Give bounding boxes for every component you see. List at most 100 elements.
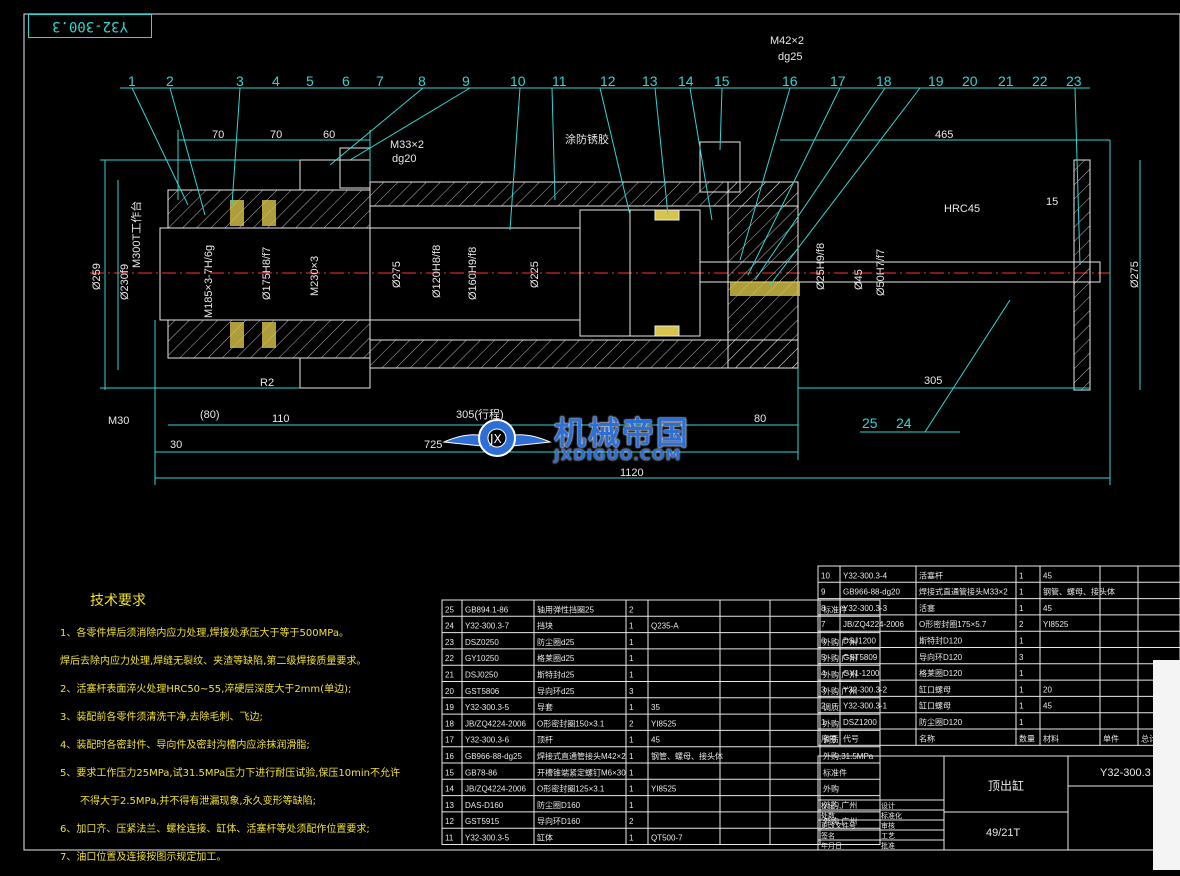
dim-text: R2	[260, 377, 274, 389]
bom-cell: 挡块	[537, 621, 553, 631]
bom-cell: 格莱圈D120	[919, 668, 963, 678]
bom-cell: 防尘圈D160	[537, 800, 581, 810]
dim-text: Ø259	[91, 263, 103, 290]
dim-text: (80)	[200, 409, 220, 421]
dim-text: Ø275	[1129, 261, 1141, 288]
bom-cell: DAS-D160	[465, 801, 504, 810]
bom-cell: 斯特封D120	[919, 636, 963, 646]
bom-cell: 1	[1019, 685, 1024, 694]
balloon: 3	[236, 73, 244, 89]
bom-cell: 标准件	[823, 604, 847, 614]
panel-overlay	[1153, 660, 1180, 870]
title-block-label: 签名	[821, 831, 835, 840]
bom-cell: DSJ0250	[465, 671, 498, 680]
bom-cell: O形密封圈175×5.7	[919, 619, 987, 629]
requirement-line: 1、各零件焊后须消除内应力处理,焊接处承压大于等于500MPa。	[60, 628, 349, 639]
title-block-label: 标记	[821, 801, 835, 810]
bom-cell: 外购	[823, 784, 839, 794]
bom-cell: GST5809	[843, 653, 878, 662]
bom-cell: 11	[445, 834, 454, 843]
requirement-line: 2、活塞杆表面淬火处理HRC50~55,淬硬层深度大于2mm(单边);	[60, 684, 352, 695]
bom-cell: 12	[445, 817, 454, 826]
watermark-cn: 机械帝国	[554, 414, 691, 452]
bom-cell: Y32-300.3-5	[465, 834, 510, 843]
bom-cell: 导向环d25	[537, 686, 575, 696]
bom-cell: 单件	[1103, 733, 1119, 743]
bom-cell: 外购	[823, 718, 839, 728]
bom-cell: DSJ1200	[843, 637, 876, 646]
bom-cell: 3	[629, 687, 634, 696]
bom-cell: 35	[651, 703, 660, 712]
bom-cell: 1	[629, 638, 634, 647]
title-block-label: 处数	[821, 811, 835, 820]
bom-cell: 缸体	[537, 833, 553, 843]
bom-cell: Y32-300.3-4	[843, 571, 888, 580]
bom-cell: 19	[445, 703, 454, 712]
title-block-label: 标准化	[881, 811, 902, 820]
dim-text: Ø160H9/f8	[467, 247, 479, 300]
bom-cell: 2	[629, 817, 634, 826]
dim-text: 80	[754, 413, 766, 425]
dim-text: M30	[108, 415, 129, 427]
bom-cell: 17	[445, 736, 454, 745]
bom-cell: 防尘圈d25	[537, 637, 575, 647]
bom-cell: GB894.1-86	[465, 605, 509, 614]
title-name: 顶出缸	[988, 778, 1024, 793]
bom-cell: YI8525	[1043, 620, 1069, 629]
drawing-tag: Y32-300.3	[28, 14, 152, 38]
requirement-line: 7、油口位置及连接按图示规定加工。	[60, 852, 227, 863]
dim-text: Ø120H8/f8	[431, 245, 443, 298]
balloon: 5	[306, 73, 314, 89]
bom-cell: 2	[629, 605, 634, 614]
bom-cell: 5	[821, 653, 826, 662]
bom-cell: GY1-1200	[843, 669, 880, 678]
bom-cell: 代号	[843, 733, 859, 743]
bom-cell: GB78-86	[465, 768, 498, 777]
bom-cell: Q235-A	[651, 622, 679, 631]
bom-cell: GB966-88-dg20	[843, 588, 900, 597]
bom-cell: 1	[1019, 604, 1024, 613]
bom-cell: 标准件	[823, 767, 847, 777]
bom-cell: 13	[445, 801, 454, 810]
bom-cell: 调质	[823, 702, 839, 712]
requirement-line: 焊后去除内应力处理,焊缝无裂纹、夹渣等缺陷,第二级焊接质量要求。	[60, 656, 367, 667]
bom-cell: Y32-300.3-1	[843, 702, 888, 711]
bom-cell: QT500-7	[651, 834, 683, 843]
bom-cell: 活塞	[919, 603, 935, 613]
bom-cell: 20	[1043, 685, 1052, 694]
balloon: 2	[166, 73, 174, 89]
bom-cell: 1	[629, 622, 634, 631]
dim-text: Ø275	[391, 261, 403, 288]
bom-cell: GB966-88-dg25	[465, 752, 522, 761]
dim-text: Ø50H7/f7	[875, 249, 887, 296]
dim-text: Ø175H8/f7	[261, 247, 273, 300]
dim-text: 涂防锈胶	[565, 132, 609, 146]
balloon: 19	[928, 73, 944, 89]
bom-cell: 缸口螺母	[919, 684, 951, 694]
bom-cell: 防尘圈D120	[919, 717, 963, 727]
bom-cell: 序号	[821, 733, 837, 743]
bom-cell: 45	[1043, 571, 1052, 580]
dimension-texts: 70 70 60 M33×2 dg20 M42×2 dg25 465 15 HR…	[91, 35, 1141, 479]
bom-cell: 24	[445, 622, 454, 631]
technical-requirements: 技术要求 1、各零件焊后须消除内应力处理,焊接处承压大于等于500MPa。 焊后…	[60, 590, 440, 876]
bom-cell: JB/ZQ4224-2006	[465, 719, 526, 728]
bom-cell: 1	[1019, 702, 1024, 711]
bom-cell: 材料	[1043, 733, 1059, 743]
bom-cell: 25	[445, 605, 454, 614]
bom-cell: 1	[1019, 669, 1024, 678]
title-block-label: 批准	[881, 841, 895, 850]
balloon: 13	[642, 73, 658, 89]
title-ratio: 49/21T	[986, 827, 1021, 839]
dim-text: M185×3-7H/6g	[203, 245, 215, 318]
bom-cell: 1	[1019, 571, 1024, 580]
balloon: 20	[962, 73, 978, 89]
balloon: 14	[678, 73, 694, 89]
bom-cell: 2	[1019, 620, 1024, 629]
bom-cell: DSZ1200	[843, 718, 877, 727]
bom-cell: 导向环D120	[919, 652, 963, 662]
bom-cell: 4	[821, 669, 826, 678]
bom-cell: 缸口螺母	[919, 701, 951, 711]
